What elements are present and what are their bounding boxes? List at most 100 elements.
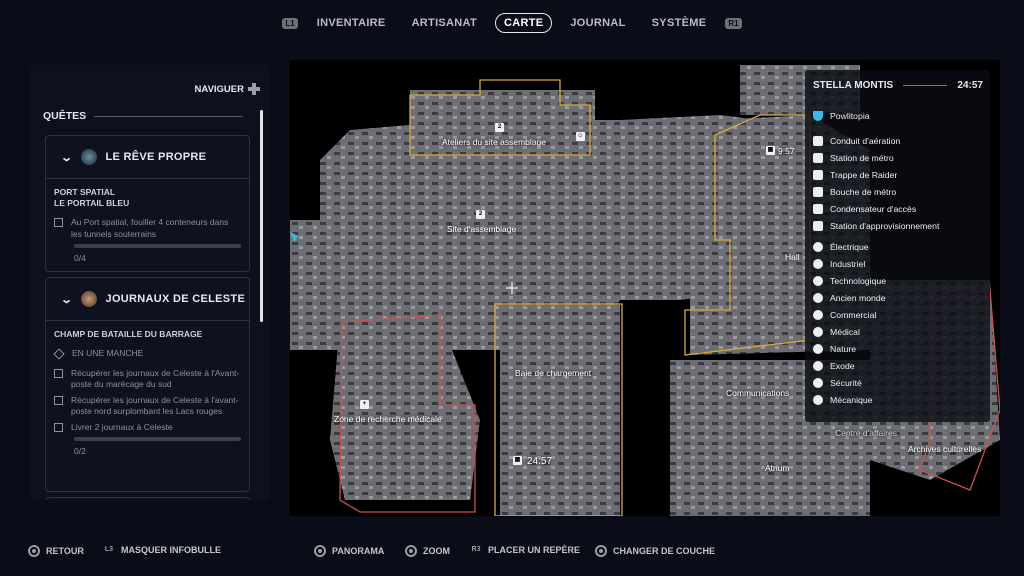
progress-count: 0/4 [74,253,86,263]
legend-label: Industriel [830,259,866,269]
tab-carte[interactable]: CARTE [495,13,553,33]
legend-label: Sécurité [830,378,862,388]
tab-inventaire[interactable]: INVENTAIRE [316,17,386,29]
legend-item[interactable]: Trappe de Raider [813,170,897,180]
stage-text: EN UNE MANCHE [72,348,144,358]
l1-trigger-hint[interactable]: L1 [282,17,298,29]
metro-station-icon[interactable]: ▦ [513,456,522,465]
objective-text: Livrer 2 journaux à Celeste [71,421,173,432]
map-label-zone-medicale: Zone de recherche médicale [334,414,442,424]
objective-text: Récupérer les journaux de Celeste à l'Av… [71,367,240,390]
legend-0-icon [813,111,823,121]
pan-hint[interactable]: PANORAMA [314,545,384,557]
raider-hatch-icon[interactable]: ☺ [576,132,585,141]
legend-10-icon [813,293,823,303]
medical-icon[interactable]: + [360,400,369,409]
map-label-ateliers: Ateliers du site assemblage [442,137,546,147]
legend-item[interactable]: Station d'approvisionnement [813,221,939,231]
legend-label: Nature [830,344,857,354]
hide-label: MASQUER INFOBULLE [121,545,221,555]
objective-text: Récupérer les journaux de Celeste à l'av… [71,394,239,417]
legend-item[interactable]: Nature [813,344,856,354]
map-label-site-assemblage: Site d'assemblage [447,224,517,234]
map-label-atrium: Atrium [765,463,790,473]
navigate-label: NAVIGUER [194,83,244,95]
back-hint[interactable]: RETOUR [28,545,84,557]
change-layer-hint[interactable]: CHANGER DE COUCHE [595,545,715,557]
legend-label: Médical [830,327,860,337]
legend-3-icon [813,170,823,180]
quest-avatar [80,149,97,165]
quest-location: CHAMP DE BATAILLE DU BARRAGE [54,329,203,339]
quest-title: JOURNAUX DE CELESTE [105,293,246,305]
tab-systeme[interactable]: SYSTÈME [651,17,707,29]
legend-label: Trappe de Raider [830,170,898,180]
quest-card[interactable]: ⌄JOURNAUX DE CELESTE CHAMP DE BATAILLE D… [45,277,250,492]
divider [94,115,243,117]
tab-artisanat[interactable]: ARTISANAT [411,17,477,29]
legend-item[interactable]: Conduit d'aération [813,136,900,146]
legend-12-icon [813,327,823,337]
layer-label: CHANGER DE COUCHE [613,546,716,556]
legend-item[interactable]: Médical [813,327,860,337]
technology-icon[interactable]: 2 [495,123,504,132]
quest-location: PORT SPATIAL [54,187,116,197]
r1-trigger-hint[interactable]: R1 [725,17,742,29]
legend-9-icon [813,276,823,286]
legend-item[interactable]: Condensateur d'accès [813,204,916,214]
square-button-icon [595,545,607,557]
legend-item[interactable]: Sécurité [813,378,862,388]
metro-station-icon[interactable]: ▦ [766,146,775,155]
legend-1-icon [813,136,823,146]
objective: Livrer 2 journaux à Celeste [46,418,249,434]
progress-bar [74,244,241,248]
legend-item[interactable]: Exode [813,361,855,371]
legend-item[interactable]: Bouche de métro [813,187,896,197]
legend-item[interactable]: Industriel [813,259,865,269]
quest-subtitle: LE PORTAIL BLEU [54,198,130,208]
tab-journal[interactable]: JOURNAL [570,17,626,29]
legend-item[interactable]: Électrique [813,242,869,252]
quest-panel: NAVIGUER QUÊTES ⌄LE RÊVE PROPRE PORT SPA… [30,65,270,500]
objective: Récupérer les journaux de Celeste à l'Av… [46,360,249,391]
l3-stick-icon: L3 [104,546,114,553]
legend-7-icon [813,242,823,252]
quest-header[interactable]: ⌄JOURNAUX DE CELESTE [46,278,249,321]
legend-item[interactable]: Mécanique [813,395,873,405]
technology-icon[interactable]: 2 [476,210,485,219]
legend-item[interactable]: Technologique [813,276,886,286]
zoom-hint[interactable]: ZOOM [405,545,450,557]
legend-item[interactable]: Powlitopia [813,111,870,121]
legend-item[interactable]: Commercial [813,310,876,320]
legend-16-icon [813,395,823,405]
legend-15-icon [813,378,823,388]
navigate-hint[interactable]: NAVIGUER [195,83,260,95]
chevron-down-icon: ⌄ [60,151,74,164]
map-label-baie: Baie de chargement [515,368,592,378]
checkbox-icon [54,368,63,378]
legend-item[interactable]: Ancien monde [813,293,886,303]
hide-tooltip-hint[interactable]: L3 MASQUER INFOBULLE [103,545,221,555]
quest-title: LE RÊVE PROPRE [105,151,207,163]
region-timer: 24:57 [957,80,983,91]
back-label: RETOUR [46,546,84,556]
checkbox-icon [54,422,63,432]
left-stick-icon [314,545,326,557]
checkbox-icon [54,218,63,227]
circle-button-icon [28,545,40,557]
legend-label: Bouche de métro [830,187,897,197]
right-stick-icon [405,545,417,557]
objective-text: Au Port spatial, fouiller 4 conteneurs d… [71,217,229,239]
legend-6-icon [813,221,823,231]
legend-label: Condensateur d'accès [830,204,917,214]
legend-label: Station de métro [830,153,894,163]
scrollbar[interactable] [260,110,263,322]
legend-13-icon [813,344,823,354]
pan-label: PANORAMA [332,546,385,556]
quest-header[interactable]: ⌄ LE RÊVE PROPRE [46,136,249,179]
legend-item[interactable]: Station de métro [813,153,894,163]
quest-card-collapsed[interactable] [45,497,250,500]
